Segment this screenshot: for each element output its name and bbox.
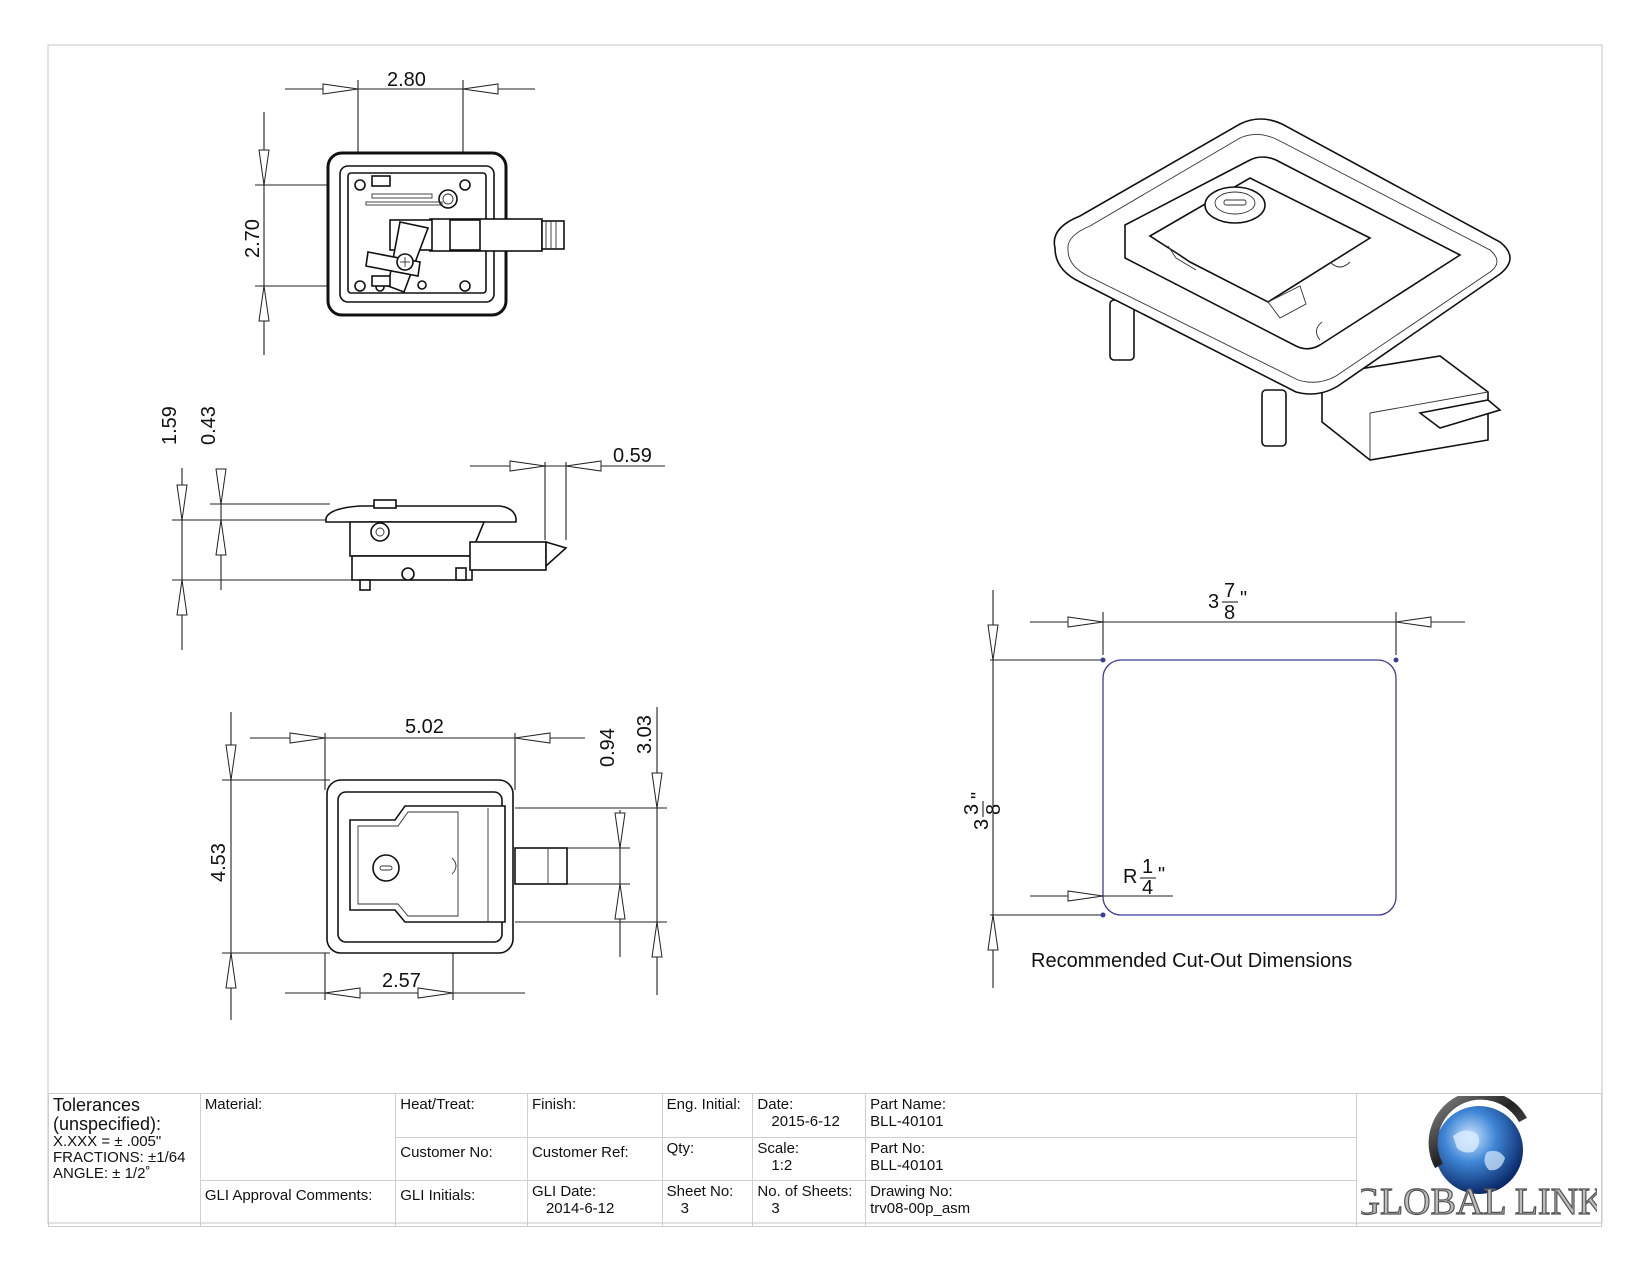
side-view: 1.59 0.43 0.59 <box>159 406 665 650</box>
no-sheets-cell: No. of Sheets:3 <box>752 1180 867 1227</box>
cutout-outline <box>1102 659 1397 916</box>
qty-cell: Qty: <box>661 1136 754 1182</box>
dim-front-inner-height: 3.03 <box>634 715 656 754</box>
svg-text:": " <box>1240 588 1247 610</box>
part-name-cell: Part Name:BLL-40101 <box>865 1093 1357 1138</box>
global-link-logo: GLOBAL LINK <box>1352 1090 1607 1224</box>
svg-text:3: 3 <box>961 804 983 815</box>
top-view: 2.80 2.70 <box>242 69 565 355</box>
dim-front-offset: 2.57 <box>382 970 421 992</box>
svg-text:R: R <box>1123 866 1137 888</box>
dim-front-width: 5.02 <box>405 716 444 738</box>
gli-date-cell: GLI Date:2014-6-12 <box>526 1180 663 1227</box>
scale-cell: Scale:1:2 <box>752 1136 867 1182</box>
svg-text:7: 7 <box>1224 580 1235 602</box>
svg-text:8: 8 <box>983 804 1005 815</box>
dim-front-bolt-height: 0.94 <box>597 728 619 767</box>
material-cell: Material: <box>199 1092 397 1182</box>
logo-cell: GLOBAL LINK <box>1352 1090 1607 1227</box>
dim-front-height: 4.53 <box>208 843 230 882</box>
svg-text:": " <box>968 792 990 799</box>
cutout-width-label: 3 7 8 " <box>1208 580 1247 624</box>
part-no-cell: Part No:BLL-40101 <box>865 1136 1357 1182</box>
svg-text:4: 4 <box>1142 877 1153 899</box>
dim-side-flange: 0.43 <box>198 406 220 445</box>
tolerances-cell: Tolerances (unspecified): X.XXX = ± .005… <box>48 1093 201 1227</box>
dim-side-bolt: 0.59 <box>613 445 652 467</box>
svg-text:8: 8 <box>1224 602 1235 624</box>
title-block: Tolerances (unspecified): X.XXX = ± .005… <box>48 1090 1607 1227</box>
drawing-no-cell: Drawing No:trv08-00p_asm <box>865 1180 1357 1227</box>
dim-side-height: 1.59 <box>159 406 181 445</box>
finish-cell: Finish: <box>526 1093 663 1138</box>
front-view: 5.02 4.53 2.57 0.94 3.03 <box>208 707 667 1020</box>
date-cell: Date:2015-6-12 <box>752 1093 867 1138</box>
eng-initial-cell: Eng. Initial: <box>661 1093 754 1138</box>
customer-ref-cell: Customer Ref: <box>526 1136 663 1182</box>
cutout-height-label: 3 3 8 " <box>961 792 1005 830</box>
cutout-view: 3 7 8 " 3 3 8 " R 1 4 <box>961 580 1465 988</box>
sheet-no-cell: Sheet No:3 <box>661 1180 754 1227</box>
svg-text:1: 1 <box>1142 856 1153 878</box>
gli-initials-cell: GLI Initials: <box>395 1180 528 1227</box>
svg-text:GLOBAL LINK: GLOBAL LINK <box>1361 1181 1597 1220</box>
gli-approval-cell: GLI Approval Comments: <box>199 1180 397 1227</box>
cutout-title: Recommended Cut-Out Dimensions <box>1031 950 1352 972</box>
svg-text:3: 3 <box>971 819 993 830</box>
dim-top-height: 2.70 <box>242 219 264 258</box>
cutout-radius-label: R 1 4 " <box>1123 856 1165 899</box>
svg-text:3: 3 <box>1208 591 1219 613</box>
svg-text:": " <box>1158 864 1165 886</box>
customer-no-cell: Customer No: <box>395 1136 528 1182</box>
isometric-view <box>1053 118 1511 461</box>
dim-top-width: 2.80 <box>387 69 426 91</box>
heat-treat-cell: Heat/Treat: <box>395 1093 528 1138</box>
